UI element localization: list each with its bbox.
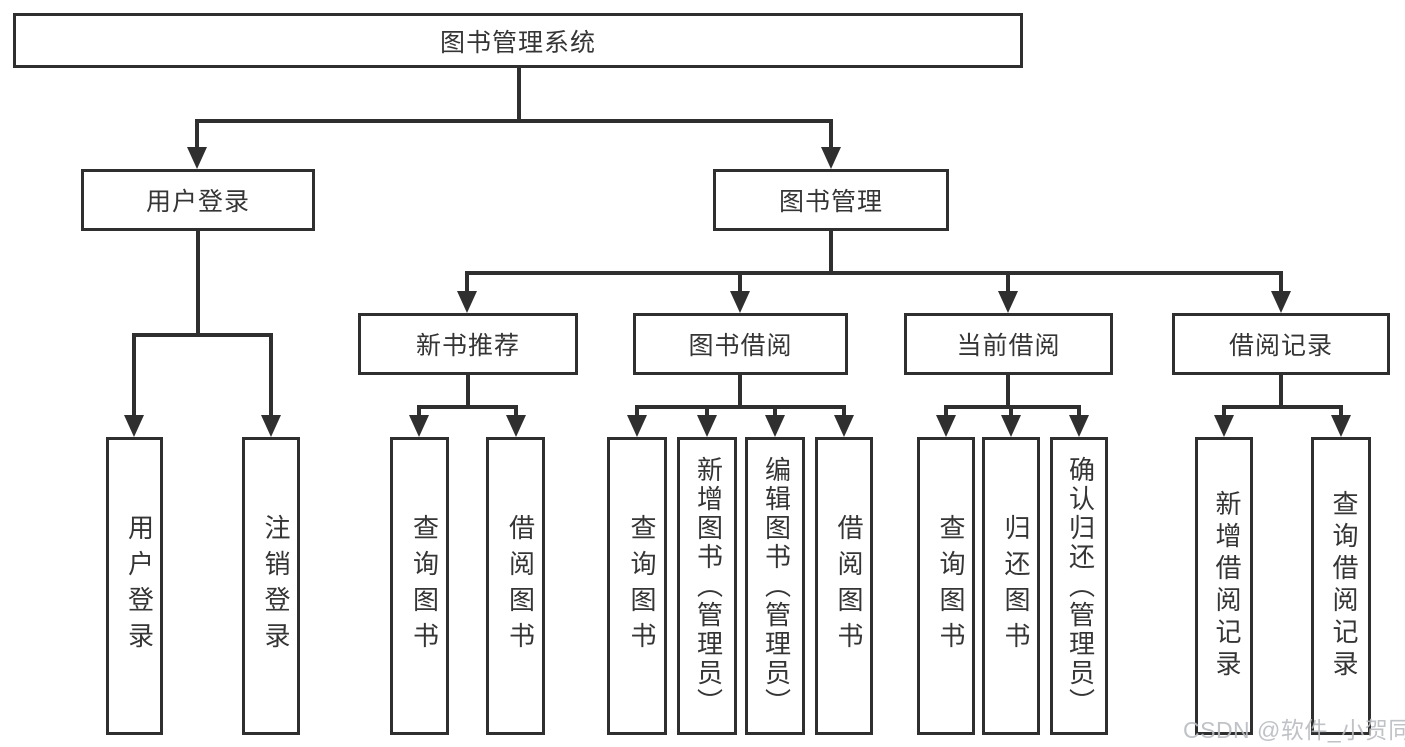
node-user-login: 用户登录 bbox=[81, 169, 315, 231]
connector-groupC-stem bbox=[1006, 375, 1010, 407]
node-borrowing-records: 借阅记录 bbox=[1172, 313, 1390, 375]
connector-new-books-drop bbox=[465, 271, 469, 293]
node-confirm-return-admin: 确认归还（管理员） bbox=[1050, 437, 1108, 735]
connector-groupB-hbar bbox=[635, 405, 846, 409]
arrow-down-icon bbox=[627, 415, 647, 437]
node-current-borrowing: 当前借阅 bbox=[904, 313, 1113, 375]
node-new-book-recommendation: 新书推荐 bbox=[358, 313, 578, 375]
connector-groupC-drop-3 bbox=[1077, 405, 1081, 417]
connector-groupA-stem bbox=[466, 375, 470, 407]
arrow-down-icon bbox=[1271, 291, 1291, 313]
connector-groupD-hbar bbox=[1222, 405, 1343, 409]
connector-groupA-drop-1 bbox=[417, 405, 421, 417]
node-query-books-current: 查询图书 bbox=[917, 437, 975, 735]
arrow-down-icon bbox=[457, 291, 477, 313]
arrow-down-icon bbox=[1331, 415, 1351, 437]
connector-groupD-stem bbox=[1279, 375, 1283, 407]
connector-groupC-drop-1 bbox=[944, 405, 948, 417]
arrow-down-icon bbox=[697, 415, 717, 437]
connector-groupD-drop-1 bbox=[1222, 405, 1226, 417]
arrow-down-icon bbox=[506, 415, 526, 437]
connector-logout-leaf-drop bbox=[269, 333, 273, 416]
node-add-borrow-record: 新增借阅记录 bbox=[1195, 437, 1253, 735]
connector-groupB-stem bbox=[738, 375, 742, 407]
arrow-down-icon bbox=[1001, 415, 1021, 437]
arrow-down-icon bbox=[936, 415, 956, 437]
connector-groupC-drop-2 bbox=[1009, 405, 1013, 417]
connector-book-mgmt-stem bbox=[829, 231, 833, 275]
node-edit-books-admin: 编辑图书（管理员） bbox=[745, 437, 805, 735]
arrow-down-icon bbox=[187, 147, 207, 169]
node-borrow-books-leaf: 借阅图书 bbox=[815, 437, 873, 735]
connector-level3-hbar bbox=[465, 271, 1283, 275]
connector-borrowing-drop bbox=[738, 271, 742, 293]
connector-groupD-drop-2 bbox=[1339, 405, 1343, 417]
connector-groupA-hbar bbox=[417, 405, 518, 409]
arrow-down-icon bbox=[834, 415, 854, 437]
arrow-down-icon bbox=[409, 415, 429, 437]
node-query-borrow-record: 查询借阅记录 bbox=[1311, 437, 1371, 735]
connector-root-stem bbox=[517, 68, 521, 121]
arrow-down-icon bbox=[1214, 415, 1234, 437]
node-logout-leaf: 注销登录 bbox=[242, 437, 300, 735]
node-return-books: 归还图书 bbox=[982, 437, 1040, 735]
connector-groupB-drop-3 bbox=[773, 405, 777, 417]
connector-user-login-stem bbox=[196, 231, 200, 335]
connector-groupB-drop-2 bbox=[705, 405, 709, 417]
connector-groupB-drop-4 bbox=[842, 405, 846, 417]
arrow-down-icon bbox=[261, 415, 281, 437]
node-user-login-leaf: 用户登录 bbox=[106, 437, 163, 735]
connector-current-drop bbox=[1006, 271, 1010, 293]
csdn-watermark: CSDN @软件_小贺同学 bbox=[1183, 717, 1405, 743]
connector-user-login-hbar bbox=[132, 333, 273, 337]
node-query-books-borrow: 查询图书 bbox=[607, 437, 667, 735]
node-borrow-books-recommend: 借阅图书 bbox=[486, 437, 545, 735]
arrow-down-icon bbox=[765, 415, 785, 437]
arrow-down-icon bbox=[1069, 415, 1089, 437]
node-book-borrowing: 图书借阅 bbox=[633, 313, 848, 375]
connector-records-drop bbox=[1279, 271, 1283, 293]
node-add-books-admin: 新增图书（管理员） bbox=[677, 437, 737, 735]
connector-login-leaf-drop bbox=[132, 333, 136, 416]
arrow-down-icon bbox=[124, 415, 144, 437]
connector-level2-hbar bbox=[195, 119, 833, 123]
node-query-books-recommend: 查询图书 bbox=[390, 437, 449, 735]
connector-user-login-drop bbox=[195, 119, 199, 149]
connector-book-mgmt-drop bbox=[829, 119, 833, 149]
node-book-management: 图书管理 bbox=[713, 169, 949, 231]
arrow-down-icon bbox=[998, 291, 1018, 313]
node-book-management-system: 图书管理系统 bbox=[13, 13, 1023, 68]
connector-groupB-drop-1 bbox=[635, 405, 639, 417]
connector-groupA-drop-2 bbox=[514, 405, 518, 417]
arrow-down-icon bbox=[821, 147, 841, 169]
arrow-down-icon bbox=[730, 291, 750, 313]
